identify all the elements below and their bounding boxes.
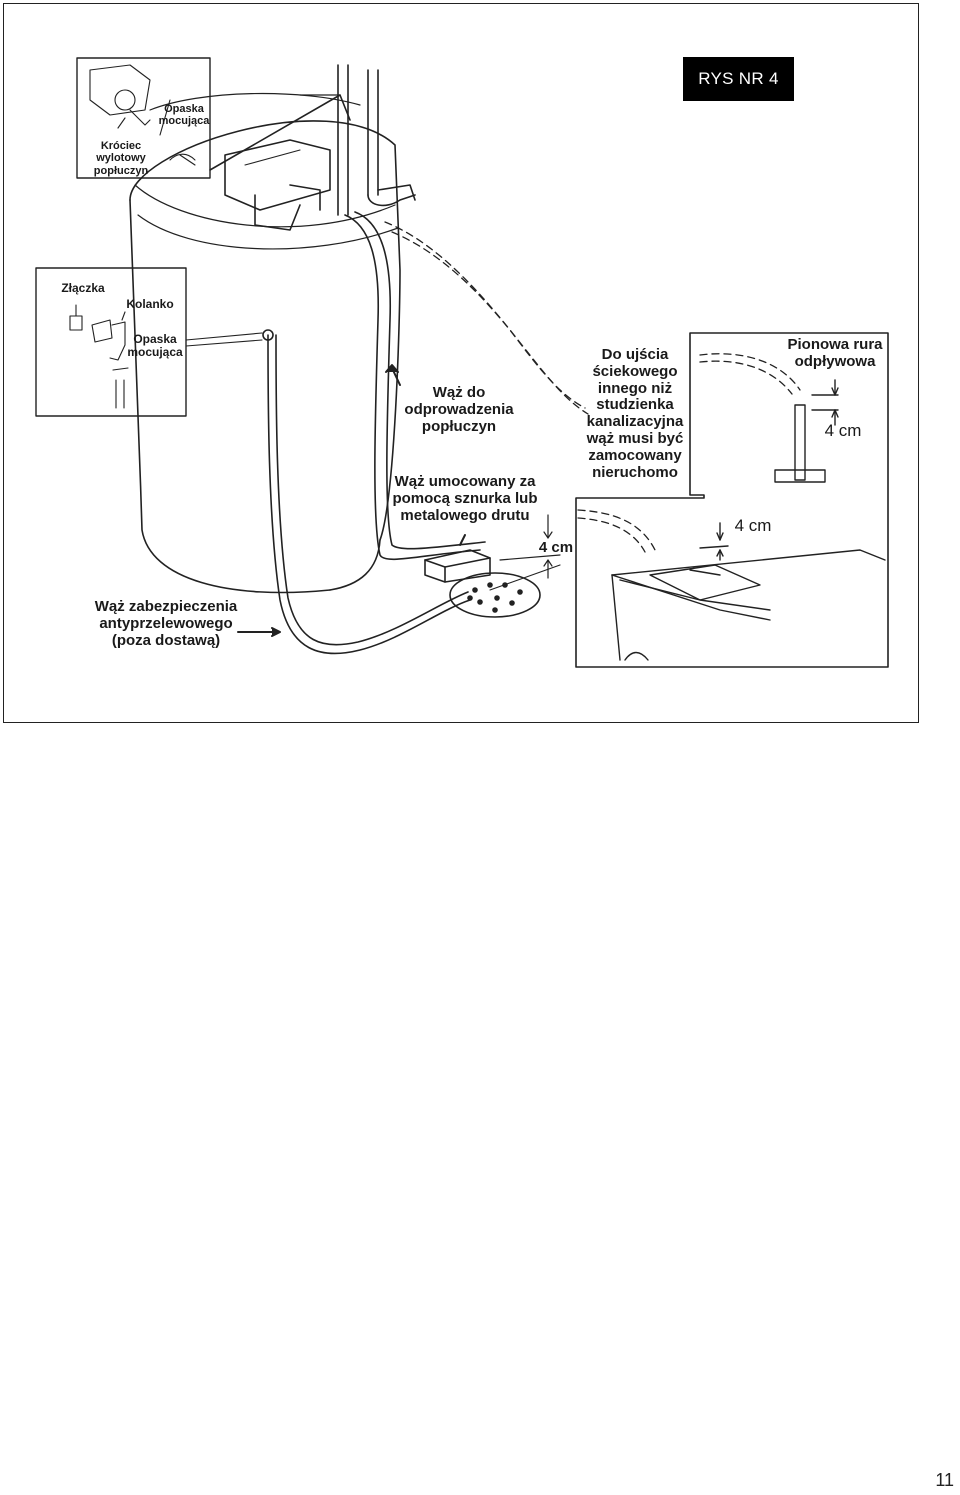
backwash-hose-label: Wąż do odprowadzenia popłuczyn <box>404 384 514 435</box>
figure-title: RYS NR 4 <box>683 57 794 101</box>
standpipe-gap-label: 4 cm <box>824 421 862 440</box>
overflow-hose-label: Wąż zabezpieczenia antyprzelewowego (poz… <box>94 598 238 649</box>
inset-left-drawing <box>69 304 129 409</box>
floor-gap-label: 4 cm <box>538 539 574 556</box>
hose-weight <box>424 549 491 583</box>
inset-top-outlet-label: Króciec wylotowy popłuczyn <box>93 140 149 177</box>
overflow-hose <box>262 329 471 655</box>
standpipe-drawing <box>774 379 839 483</box>
laundry-tub-drawing <box>611 522 886 661</box>
right-panel <box>575 332 889 668</box>
inset-top-clamp-label: Opaska mocująca <box>158 103 210 128</box>
inset-left-elbow-label: Kolanko <box>126 297 174 311</box>
standpipe-label: Pionowa rura odpływowa <box>787 336 883 370</box>
backwash-hose <box>344 211 486 561</box>
control-valve <box>209 94 351 231</box>
inset-top-drawing <box>89 64 196 166</box>
inset-left-connector-label: Złączka <box>61 281 105 295</box>
tub-gap-label: 4 cm <box>734 516 772 535</box>
alternate-route-dashed <box>384 221 801 553</box>
inset-left-clamp-label: Opaska mocująca <box>127 332 183 360</box>
installation-drawing <box>35 57 889 668</box>
page-number: 11 <box>935 1470 954 1490</box>
callout-arrows <box>237 364 561 637</box>
supply-pipes <box>337 64 416 216</box>
hose-fixed-label: Wąż umocowany za pomocą sznurka lub meta… <box>392 473 538 524</box>
other-drain-label: Do ujścia ściekowego innego niż studzien… <box>586 346 684 481</box>
